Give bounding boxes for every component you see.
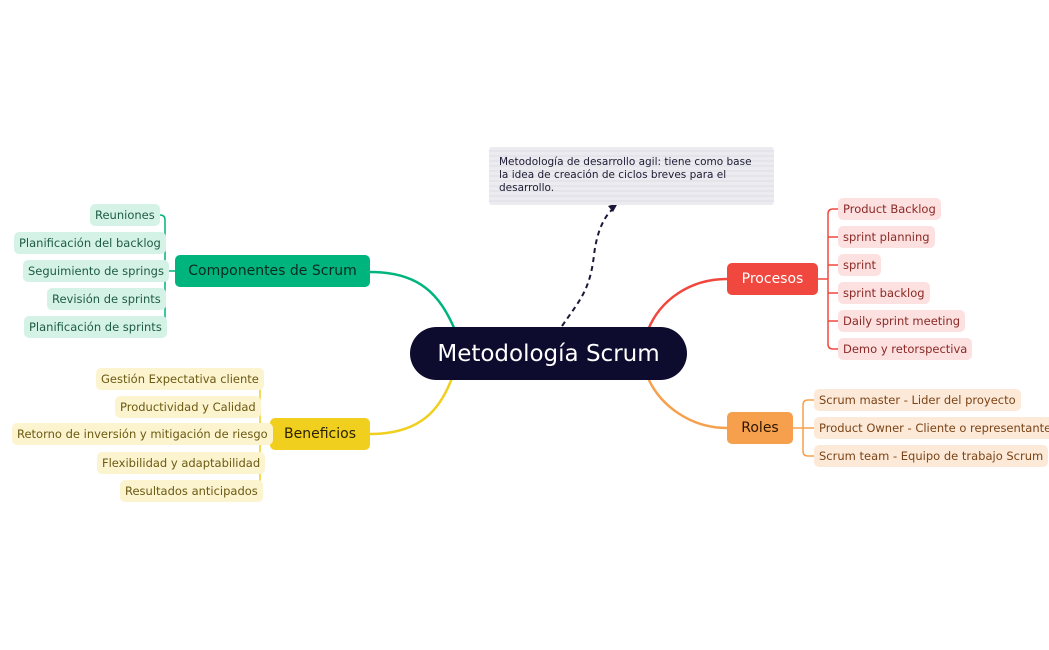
leaf-planificacion-backlog[interactable]: Planificación del backlog [14, 232, 166, 254]
link-root-componentes [369, 270, 457, 331]
branch-procesos[interactable]: Procesos [727, 263, 818, 295]
leaf-retorno-inversion[interactable]: Retorno de inversión y mitigación de rie… [12, 423, 273, 445]
leaf-product-owner[interactable]: Product Owner - Cliente o representante [814, 417, 1049, 439]
leaf-flexibilidad[interactable]: Flexibilidad y adaptabilidad [97, 452, 266, 474]
leaf-scrum-master[interactable]: Scrum master - Lider del proyecto [814, 389, 1021, 411]
branch-beneficios[interactable]: Beneficios [270, 418, 370, 450]
leaf-sprint-planning[interactable]: sprint planning [838, 226, 935, 248]
leaf-daily-sprint-meeting[interactable]: Daily sprint meeting [838, 310, 966, 332]
branch-roles[interactable]: Roles [727, 412, 793, 444]
leaf-productividad-calidad[interactable]: Productividad y Calidad [115, 396, 261, 418]
leaf-sprint[interactable]: sprint [838, 254, 882, 276]
leaf-planificacion-sprints[interactable]: Planificación de sprints [24, 316, 167, 338]
leaf-resultados-anticipados[interactable]: Resultados anticipados [120, 480, 263, 502]
note-arrowhead [608, 203, 618, 212]
note-arrow [561, 207, 615, 327]
leaf-scrum-team[interactable]: Scrum team - Equipo de trabajo Scrum [814, 445, 1049, 467]
description-note[interactable]: Metodología de desarrollo agil: tiene co… [489, 147, 774, 205]
link-root-procesos [646, 277, 728, 331]
leaf-gestion-expectativa[interactable]: Gestión Expectativa cliente [96, 368, 264, 390]
link-root-roles [646, 377, 728, 430]
leaf-revision-sprints[interactable]: Revisión de sprints [47, 288, 166, 310]
link-root-beneficios [369, 377, 454, 436]
leaf-reuniones[interactable]: Reuniones [90, 204, 160, 226]
leaf-demo-retrospectiva[interactable]: Demo y retorspectiva [838, 338, 973, 360]
branch-componentes[interactable]: Componentes de Scrum [175, 255, 370, 287]
leaf-seguimiento-springs[interactable]: Seguimiento de springs [23, 260, 169, 282]
leaf-product-backlog[interactable]: Product Backlog [838, 198, 941, 220]
leaf-sprint-backlog[interactable]: sprint backlog [838, 282, 930, 304]
root-topic[interactable]: Metodología Scrum [410, 327, 687, 380]
